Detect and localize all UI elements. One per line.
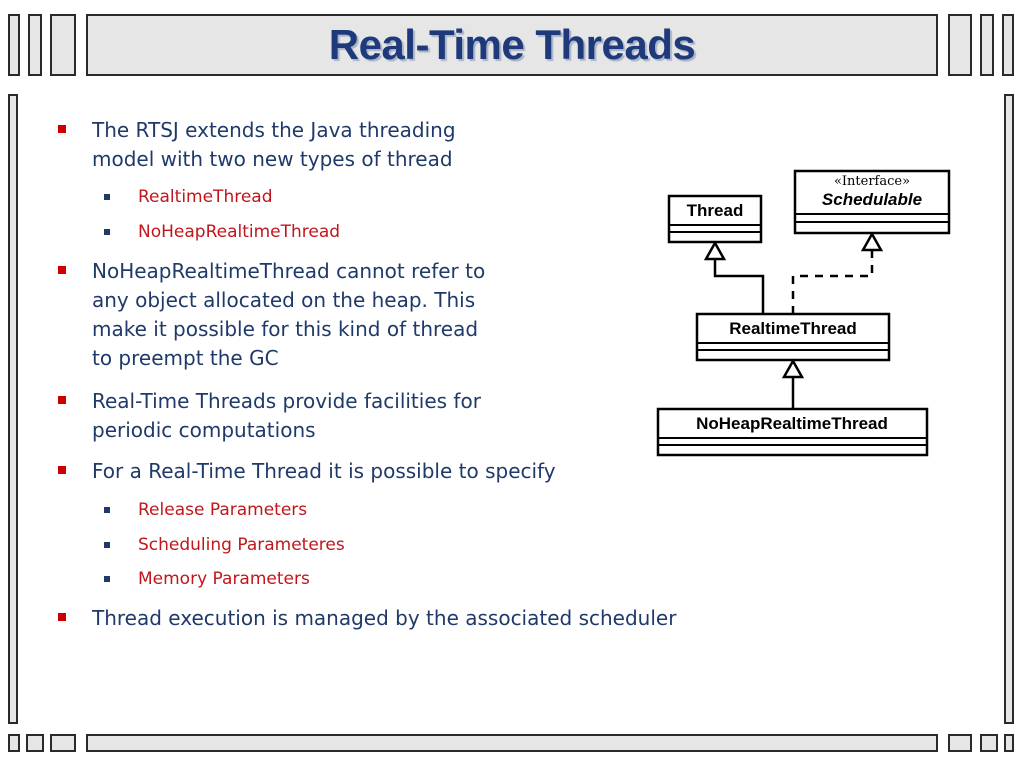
bullet-5-line-1: Thread execution is managed by the assoc… <box>92 606 677 630</box>
top-right-block-1 <box>948 14 972 76</box>
top-left-block-3 <box>50 14 76 76</box>
subbullet-b-1-text: Release Parameters <box>138 500 308 520</box>
subbullet-square-icon <box>104 194 110 200</box>
subbullet-a-2-text: NoHeapRealtimeThread <box>138 222 341 242</box>
bottom-left-block-3 <box>50 734 76 752</box>
bullet-2-line-2: any object allocated on the heap. This <box>92 288 476 312</box>
bullet-square-icon <box>58 266 66 274</box>
inheritance-arrow-icon <box>781 358 805 379</box>
bottom-right-block-1 <box>948 734 972 752</box>
top-left-block-1 <box>8 14 20 76</box>
bullet-3-line-1: Real-Time Threads provide facilities for <box>92 389 481 413</box>
title-bar <box>86 14 938 76</box>
bullet-2-line-4: to preempt the GC <box>92 346 279 370</box>
bullet-5: Thread execution is managed by the assoc… <box>58 604 676 633</box>
top-left-block-2 <box>28 14 42 76</box>
bullet-1-line-1: The RTSJ extends the Java threading <box>92 118 456 142</box>
subbullet-b-1: Release Parameters <box>104 499 307 521</box>
subbullet-square-icon <box>104 576 110 582</box>
bullet-1: The RTSJ extends the Java threading mode… <box>58 116 456 174</box>
bullet-2: NoHeapRealtimeThread cannot refer to any… <box>58 257 485 373</box>
subbullet-a-1: RealtimeThread <box>104 186 273 208</box>
bottom-left-block-2 <box>26 734 44 752</box>
bullet-2-line-3: make it possible for this kind of thread <box>92 317 479 341</box>
interface-stereotype: «Interface» <box>834 174 910 189</box>
bullet-4: For a Real-Time Thread it is possible to… <box>58 457 556 486</box>
subbullet-square-icon <box>104 229 110 235</box>
realtime-thread-class-name: RealtimeThread <box>729 319 857 338</box>
top-right-block-3 <box>1002 14 1014 76</box>
footer-bar <box>86 734 938 752</box>
realization-realtime-to-schedulable <box>791 231 884 314</box>
subbullet-a-2: NoHeapRealtimeThread <box>104 221 340 243</box>
subbullet-b-2: Scheduling Parameteres <box>104 534 345 556</box>
noheap-realtime-thread-class-name: NoHeapRealtimeThread <box>696 414 888 433</box>
bullet-3: Real-Time Threads provide facilities for… <box>58 387 481 445</box>
inheritance-noheap-to-realtime <box>781 358 805 409</box>
bullet-3-line-2: periodic computations <box>92 418 316 442</box>
subbullet-b-3-text: Memory Parameters <box>138 569 310 589</box>
realization-arrow-icon <box>860 231 884 252</box>
slide-title: Real-Time Threads <box>328 21 696 68</box>
bullet-square-icon <box>58 466 66 474</box>
subbullet-square-icon <box>104 507 110 513</box>
thread-class-box: Thread <box>667 194 763 244</box>
bullet-1-line-2: model with two new types of thread <box>92 147 453 171</box>
left-rule <box>8 94 18 724</box>
schedulable-interface-name: Schedulable <box>822 190 922 209</box>
bottom-right-block-3 <box>1004 734 1014 752</box>
realtime-thread-class-box: RealtimeThread <box>695 312 891 362</box>
subbullet-b-2-text: Scheduling Parameteres <box>138 535 345 555</box>
bottom-left-block-1 <box>8 734 20 752</box>
right-rule <box>1004 94 1014 724</box>
bullet-square-icon <box>58 613 66 621</box>
noheap-realtime-thread-class-box: NoHeapRealtimeThread <box>656 407 929 457</box>
bottom-right-block-2 <box>980 734 998 752</box>
subbullet-a-1-text: RealtimeThread <box>138 187 273 207</box>
bullet-square-icon <box>58 125 66 133</box>
bullet-4-line-1: For a Real-Time Thread it is possible to… <box>92 459 556 483</box>
top-right-block-2 <box>980 14 994 76</box>
subbullet-b-3: Memory Parameters <box>104 568 310 590</box>
schedulable-interface-box: «Interface» Schedulable <box>793 169 951 235</box>
inheritance-realtime-to-thread <box>703 240 765 314</box>
inheritance-arrow-icon <box>703 240 727 261</box>
thread-class-name: Thread <box>687 201 744 220</box>
subbullet-square-icon <box>104 542 110 548</box>
bullet-square-icon <box>58 396 66 404</box>
bullet-2-line-1: NoHeapRealtimeThread cannot refer to <box>92 259 486 283</box>
